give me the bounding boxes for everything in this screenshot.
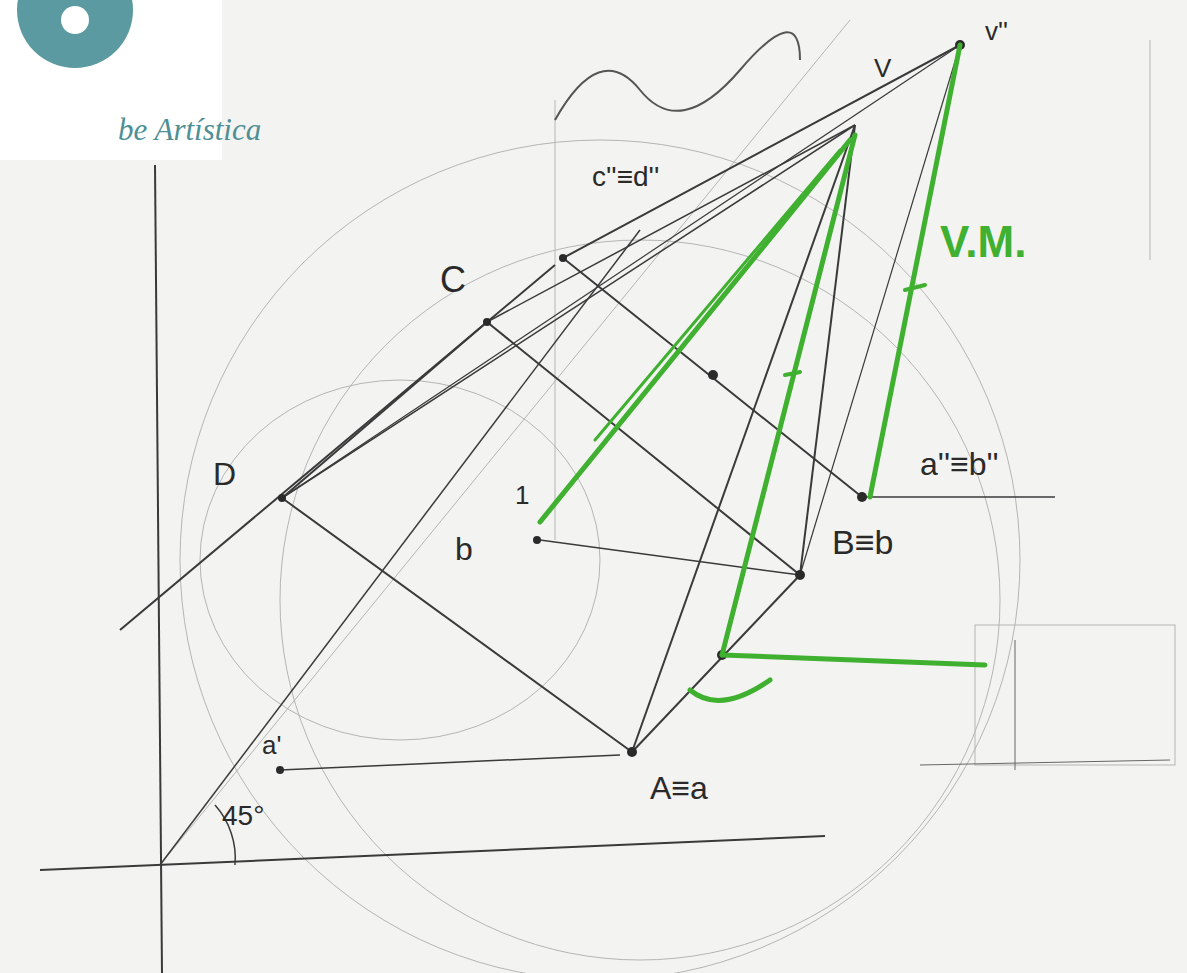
point-label: 1	[515, 482, 529, 508]
edge	[120, 265, 555, 630]
point-label: v''	[985, 18, 1008, 44]
axis-45	[160, 230, 640, 865]
edge	[563, 258, 862, 497]
edge	[540, 540, 800, 575]
point-label: V	[874, 55, 891, 81]
edge	[563, 45, 960, 258]
edge	[487, 125, 855, 322]
true-magnitude-label: V.M.	[940, 220, 1026, 264]
scribble	[555, 32, 800, 120]
true-length-line	[870, 45, 960, 497]
edge	[282, 45, 960, 498]
axis	[155, 165, 162, 973]
construction-line	[160, 20, 850, 865]
edge	[280, 755, 620, 770]
construction-arc	[280, 240, 1000, 960]
logo-text: be Artística	[118, 114, 261, 145]
true-length-line	[540, 140, 850, 522]
side-sketch	[920, 760, 1170, 765]
axis	[40, 836, 825, 870]
point-label: B≡b	[832, 525, 893, 559]
point-label: D	[213, 458, 236, 490]
point-label: b	[455, 533, 473, 565]
point-label: c''≡d''	[592, 163, 659, 191]
edge	[282, 498, 632, 752]
side-sketch	[1015, 640, 1016, 770]
edge	[860, 496, 1055, 498]
green-arc	[690, 680, 770, 700]
point-label: a'	[262, 732, 281, 758]
edge	[632, 575, 800, 752]
green-line	[722, 655, 985, 665]
point-label: C	[440, 262, 466, 298]
edge	[282, 125, 855, 498]
edge	[282, 322, 487, 498]
construction-line	[1150, 40, 1151, 260]
angle-label: 45°	[222, 802, 264, 830]
edge	[800, 45, 960, 575]
point-label: a''≡b''	[920, 448, 999, 480]
true-length-line	[595, 150, 840, 440]
point-label: A≡a	[650, 772, 708, 804]
side-sketch	[975, 625, 1175, 765]
